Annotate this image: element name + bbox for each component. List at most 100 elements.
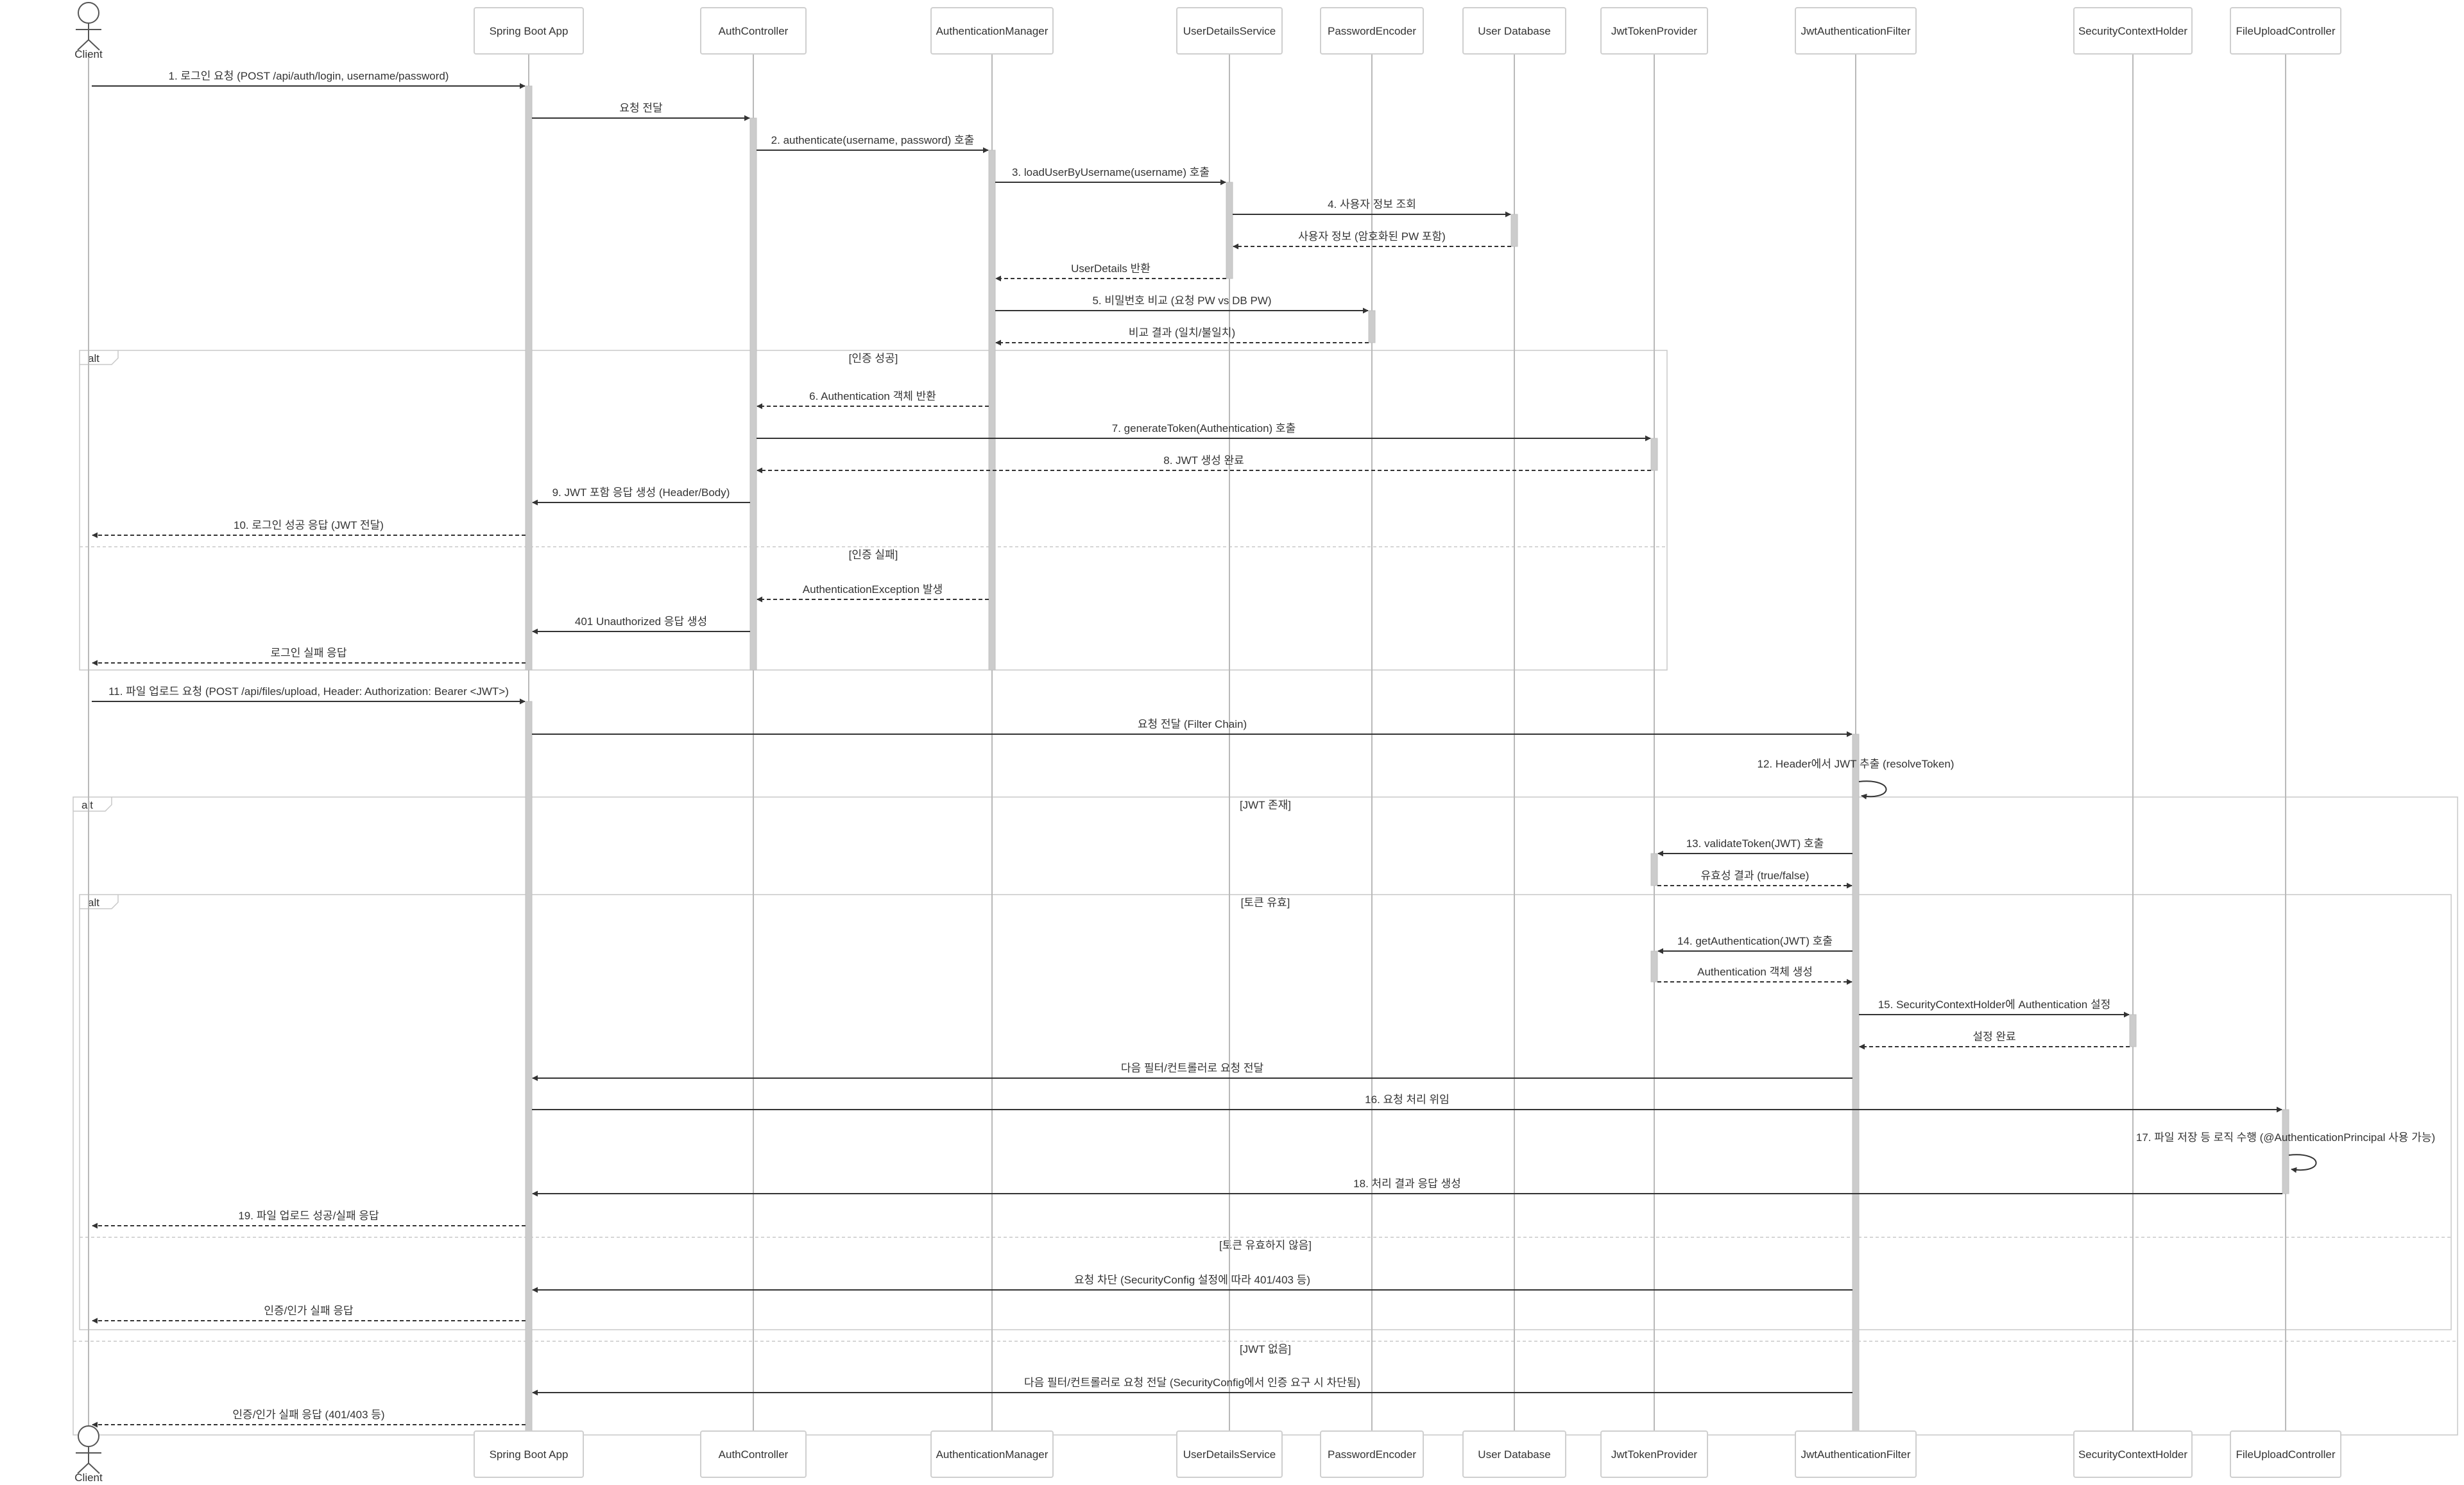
message-label: 인증/인가 실패 응답 (401/403 등) <box>232 1409 384 1421</box>
message-arrow: 설정 완료 <box>1859 1031 2130 1050</box>
message-label: Authentication 객체 생성 <box>1697 966 1813 978</box>
activation-bar-jwtp <box>1650 438 1658 471</box>
participant-label: FileUploadController <box>2236 25 2336 37</box>
participant-label: UserDetailsService <box>1183 25 1276 37</box>
message-label: 15. SecurityContextHolder에 Authenticatio… <box>1878 999 2111 1011</box>
message-arrow: 10. 로그인 성공 응답 (JWT 전달) <box>92 519 526 538</box>
participant-box <box>2073 1430 2193 1478</box>
participant-label: AuthController <box>719 25 789 37</box>
message-arrow: UserDetails 반환 <box>995 262 1226 282</box>
message-arrow: 17. 파일 저장 등 로직 수행 (@AuthenticationPrinci… <box>2136 1131 2435 1173</box>
alt-fragment-condition: [JWT 없음] <box>1240 1343 1291 1355</box>
participant-box <box>700 7 807 55</box>
participant-box <box>1320 7 1424 55</box>
participant-box <box>700 1430 807 1478</box>
alt-fragment-frame <box>73 796 2458 1436</box>
participant-label: Spring Boot App <box>490 25 569 37</box>
message-arrow: 인증/인가 실패 응답 <box>92 1305 526 1324</box>
participant-box <box>930 7 1054 55</box>
alt-fragment-condition: [토큰 유효] <box>1241 897 1290 909</box>
message-label: 13. validateToken(JWT) 호출 <box>1686 837 1824 850</box>
participant-label: JwtAuthenticationFilter <box>1801 1448 1910 1461</box>
message-arrow: 사용자 정보 (암호화된 PW 포함) <box>1233 230 1511 250</box>
participant-label: JwtAuthenticationFilter <box>1801 25 1910 37</box>
message-label: 18. 처리 결과 응답 생성 <box>1353 1178 1461 1190</box>
participant-sch-bottom: SecurityContextHolder <box>2073 1430 2193 1478</box>
activation-bar-app <box>525 85 533 671</box>
activation-bar-db <box>1510 214 1518 247</box>
message-label: 16. 요청 처리 위임 <box>1365 1094 1450 1106</box>
participant-box <box>930 1430 1054 1478</box>
message-label: 6. Authentication 객체 반환 <box>809 390 936 402</box>
message-label: 사용자 정보 (암호화된 PW 포함) <box>1298 230 1446 243</box>
participant-label: AuthController <box>719 1448 789 1461</box>
message-label: 설정 완료 <box>1972 1031 2015 1043</box>
alt-fragment-label: alt <box>88 897 99 909</box>
message-label: 8. JWT 생성 완료 <box>1163 454 1244 467</box>
participant-client-top: Client <box>74 2 103 60</box>
participant-pe-top: PasswordEncoder <box>1320 7 1424 55</box>
participant-label: Spring Boot App <box>490 1448 569 1461</box>
participant-box <box>2073 7 2193 55</box>
message-arrow: 요청 차단 (SecurityConfig 설정에 따라 401/403 등) <box>532 1274 1852 1293</box>
alt-fragment-tab <box>80 350 119 365</box>
participant-label: JwtTokenProvider <box>1611 1448 1698 1461</box>
message-arrow: 유효성 결과 (true/false) <box>1657 870 1852 889</box>
message-arrow: 12. Header에서 JWT 추출 (resolveToken) <box>1758 758 1954 800</box>
message-arrow: 11. 파일 업로드 요청 (POST /api/files/upload, H… <box>92 685 526 705</box>
message-label: 유효성 결과 (true/false) <box>1701 870 1810 882</box>
participant-fuc-top: FileUploadController <box>2230 7 2341 55</box>
alt-fragment-tab <box>80 895 119 909</box>
activation-bar-fuc <box>2282 1109 2289 1194</box>
participant-box <box>2230 1430 2341 1478</box>
message-arrow: 16. 요청 처리 위임 <box>532 1094 2282 1113</box>
participant-label: FileUploadController <box>2236 1448 2336 1461</box>
alt-fragment-frame <box>79 350 1668 671</box>
message-arrow: 7. generateToken(Authentication) 호출 <box>757 422 1651 442</box>
message-label: 2. authenticate(username, password) 호출 <box>771 134 975 146</box>
participant-label: UserDetailsService <box>1183 1448 1276 1461</box>
participant-label: Client <box>74 1472 103 1484</box>
message-label: 14. getAuthentication(JWT) 호출 <box>1677 935 1833 947</box>
alt-fragment-condition: [JWT 존재] <box>1240 799 1291 811</box>
message-label: 로그인 실패 응답 <box>271 647 347 659</box>
participant-pe-bottom: PasswordEncoder <box>1320 1430 1424 1478</box>
alt-fragment: alt [JWT 존재] [JWT 없음] <box>73 796 2458 1436</box>
actor-icon <box>76 1425 101 1474</box>
actor-icon <box>76 2 101 51</box>
participant-box <box>1600 1430 1708 1478</box>
message-arrow: 인증/인가 실패 응답 (401/403 등) <box>92 1409 526 1428</box>
message-arrow: AuthenticationException 발생 <box>757 583 989 603</box>
message-label: 11. 파일 업로드 요청 (POST /api/files/upload, H… <box>108 685 509 698</box>
participant-authc-bottom: AuthController <box>700 1430 807 1478</box>
activation-bar-sch <box>2129 1014 2137 1047</box>
message-label: AuthenticationException 발생 <box>803 583 943 596</box>
participant-db-bottom: User Database <box>1462 1430 1566 1478</box>
participant-app-bottom: Spring Boot App <box>474 1430 584 1478</box>
participant-label: AuthenticationManager <box>936 1448 1048 1461</box>
alt-fragment-condition: [인증 성공] <box>849 352 898 365</box>
participant-sch-top: SecurityContextHolder <box>2073 7 2193 55</box>
message-label: 인증/인가 실패 응답 <box>264 1305 354 1317</box>
alt-fragment-label: alt <box>88 352 99 365</box>
message-arrow: 비교 결과 (일치/불일치) <box>995 327 1369 346</box>
message-arrow: 5. 비밀번호 비교 (요청 PW vs DB PW) <box>995 295 1369 314</box>
participant-label: SecurityContextHolder <box>2078 1448 2187 1461</box>
message-arrow: 1. 로그인 요청 (POST /api/auth/login, usernam… <box>92 70 526 89</box>
participant-label: SecurityContextHolder <box>2078 25 2187 37</box>
alt-fragment: alt[토큰 유효][토큰 유효하지 않음] <box>79 894 2452 1330</box>
message-label: 7. generateToken(Authentication) 호출 <box>1112 422 1296 434</box>
message-label: 5. 비밀번호 비교 (요청 PW vs DB PW) <box>1092 295 1271 307</box>
message-label: 9. JWT 포함 응답 생성 (Header/Body) <box>552 486 730 499</box>
participant-box <box>1176 7 1283 55</box>
message-label: 401 Unauthorized 응답 생성 <box>575 615 707 628</box>
message-label: 요청 전달 <box>619 102 663 114</box>
message-arrow: 9. JWT 포함 응답 생성 (Header/Body) <box>532 486 750 506</box>
message-arrow: Authentication 객체 생성 <box>1657 966 1852 985</box>
participant-box <box>1176 1430 1283 1478</box>
participant-authm-bottom: AuthenticationManager <box>930 1430 1054 1478</box>
message-label: 다음 필터/컨트롤러로 요청 전달 (SecurityConfig에서 인증 요… <box>1024 1377 1360 1389</box>
participant-label: JwtTokenProvider <box>1611 25 1698 37</box>
participant-label: PasswordEncoder <box>1328 1448 1416 1461</box>
